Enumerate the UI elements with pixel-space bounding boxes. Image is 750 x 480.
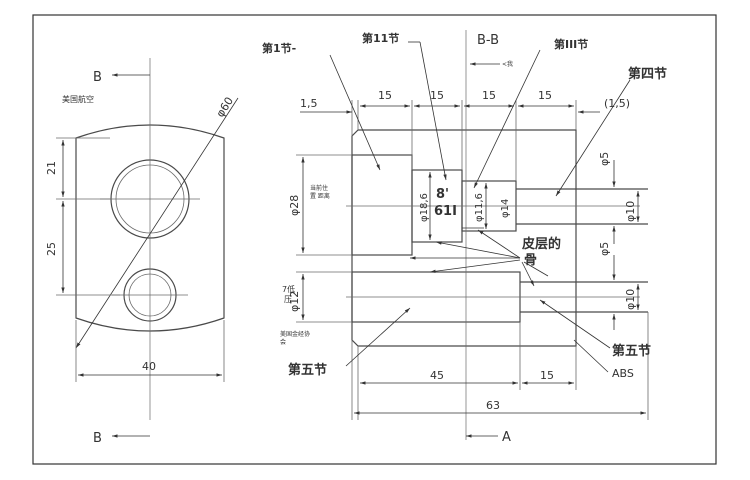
part5-right-label: 第五节 — [612, 343, 651, 359]
small-arrow-note: <我 — [502, 60, 513, 68]
part1-label: 第1节- — [262, 41, 296, 55]
part4-leader — [555, 79, 631, 197]
section-bb-label: B-B — [477, 33, 499, 48]
skin-bone-label-2: 骨 — [524, 253, 537, 268]
part5-right-leader — [539, 299, 611, 349]
part5-left-label: 第五节 — [288, 362, 327, 378]
tiny-note-1: 当前住 — [310, 184, 328, 192]
skin-bone-label-1: 皮层的 — [521, 236, 561, 252]
dim-top-15a: 15 — [378, 89, 392, 102]
part5-left-leader — [345, 307, 411, 367]
tiny-note-2: 置 距离 — [310, 192, 330, 200]
dim-top-1-5: 1,5 — [300, 97, 318, 110]
low-pressure-1: 7低 — [282, 284, 295, 294]
dim-top-1-5p: (1,5) — [604, 97, 630, 110]
section-a-label: A — [502, 430, 511, 445]
front-view — [56, 58, 239, 438]
part1-leader — [329, 54, 381, 171]
section-view — [296, 30, 649, 440]
part4-label: 第四节 — [628, 66, 667, 82]
value-8-label: 8' — [436, 187, 449, 202]
skin-leader-1 — [477, 229, 521, 259]
section-b-bottom-label: B — [93, 431, 102, 446]
skin-leader-7 — [523, 261, 549, 277]
dim-d14: φ14 — [500, 199, 511, 218]
bore-step-1 — [351, 154, 413, 256]
abs-leader — [573, 339, 609, 373]
dim-d5a: φ5 — [598, 152, 611, 166]
low-pressure-2: 压 — [284, 295, 292, 304]
skin-leader-2 — [435, 241, 521, 259]
drawing-frame — [32, 14, 717, 465]
part11-label: 第11节 — [362, 31, 399, 45]
dim-d11-6: φ11,6 — [474, 193, 485, 222]
skin-leader-4 — [429, 259, 521, 273]
dim-d10b: φ10 — [624, 289, 637, 310]
dim-15-bottom: 15 — [540, 369, 554, 382]
dim-45: 45 — [430, 369, 444, 382]
dim-top-15b: 15 — [430, 89, 444, 102]
abs-label: ABS — [612, 367, 634, 380]
dim-d60: φ60 — [214, 95, 236, 120]
d60-leader — [75, 97, 239, 349]
part3-leader — [473, 49, 541, 189]
dim-25: 25 — [45, 242, 58, 256]
society-note-2: 会 — [280, 338, 286, 346]
dim-63: 63 — [486, 399, 500, 412]
part3-label: 第III节 — [554, 37, 588, 51]
dim-d5b: φ5 — [598, 242, 611, 256]
dim-40: 40 — [142, 360, 156, 373]
value-61-label: 61Ⅰ — [434, 204, 457, 219]
dim-d10a: φ10 — [624, 201, 637, 222]
dim-d28: φ28 — [288, 195, 301, 216]
section-b-top-label: B — [93, 70, 102, 85]
dim-d18-6: φ18,6 — [419, 193, 430, 222]
dim-21: 21 — [45, 161, 58, 175]
dim-d12: φ12 — [288, 291, 301, 312]
dim-top-15c: 15 — [482, 89, 496, 102]
part11-leader — [419, 41, 447, 181]
skin-leader-5 — [521, 261, 535, 287]
society-note-1: 美国金经协 — [280, 330, 310, 338]
dim-top-15d: 15 — [538, 89, 552, 102]
american-aviation-note: 美国航空 — [62, 94, 94, 104]
part-outline — [75, 124, 225, 332]
